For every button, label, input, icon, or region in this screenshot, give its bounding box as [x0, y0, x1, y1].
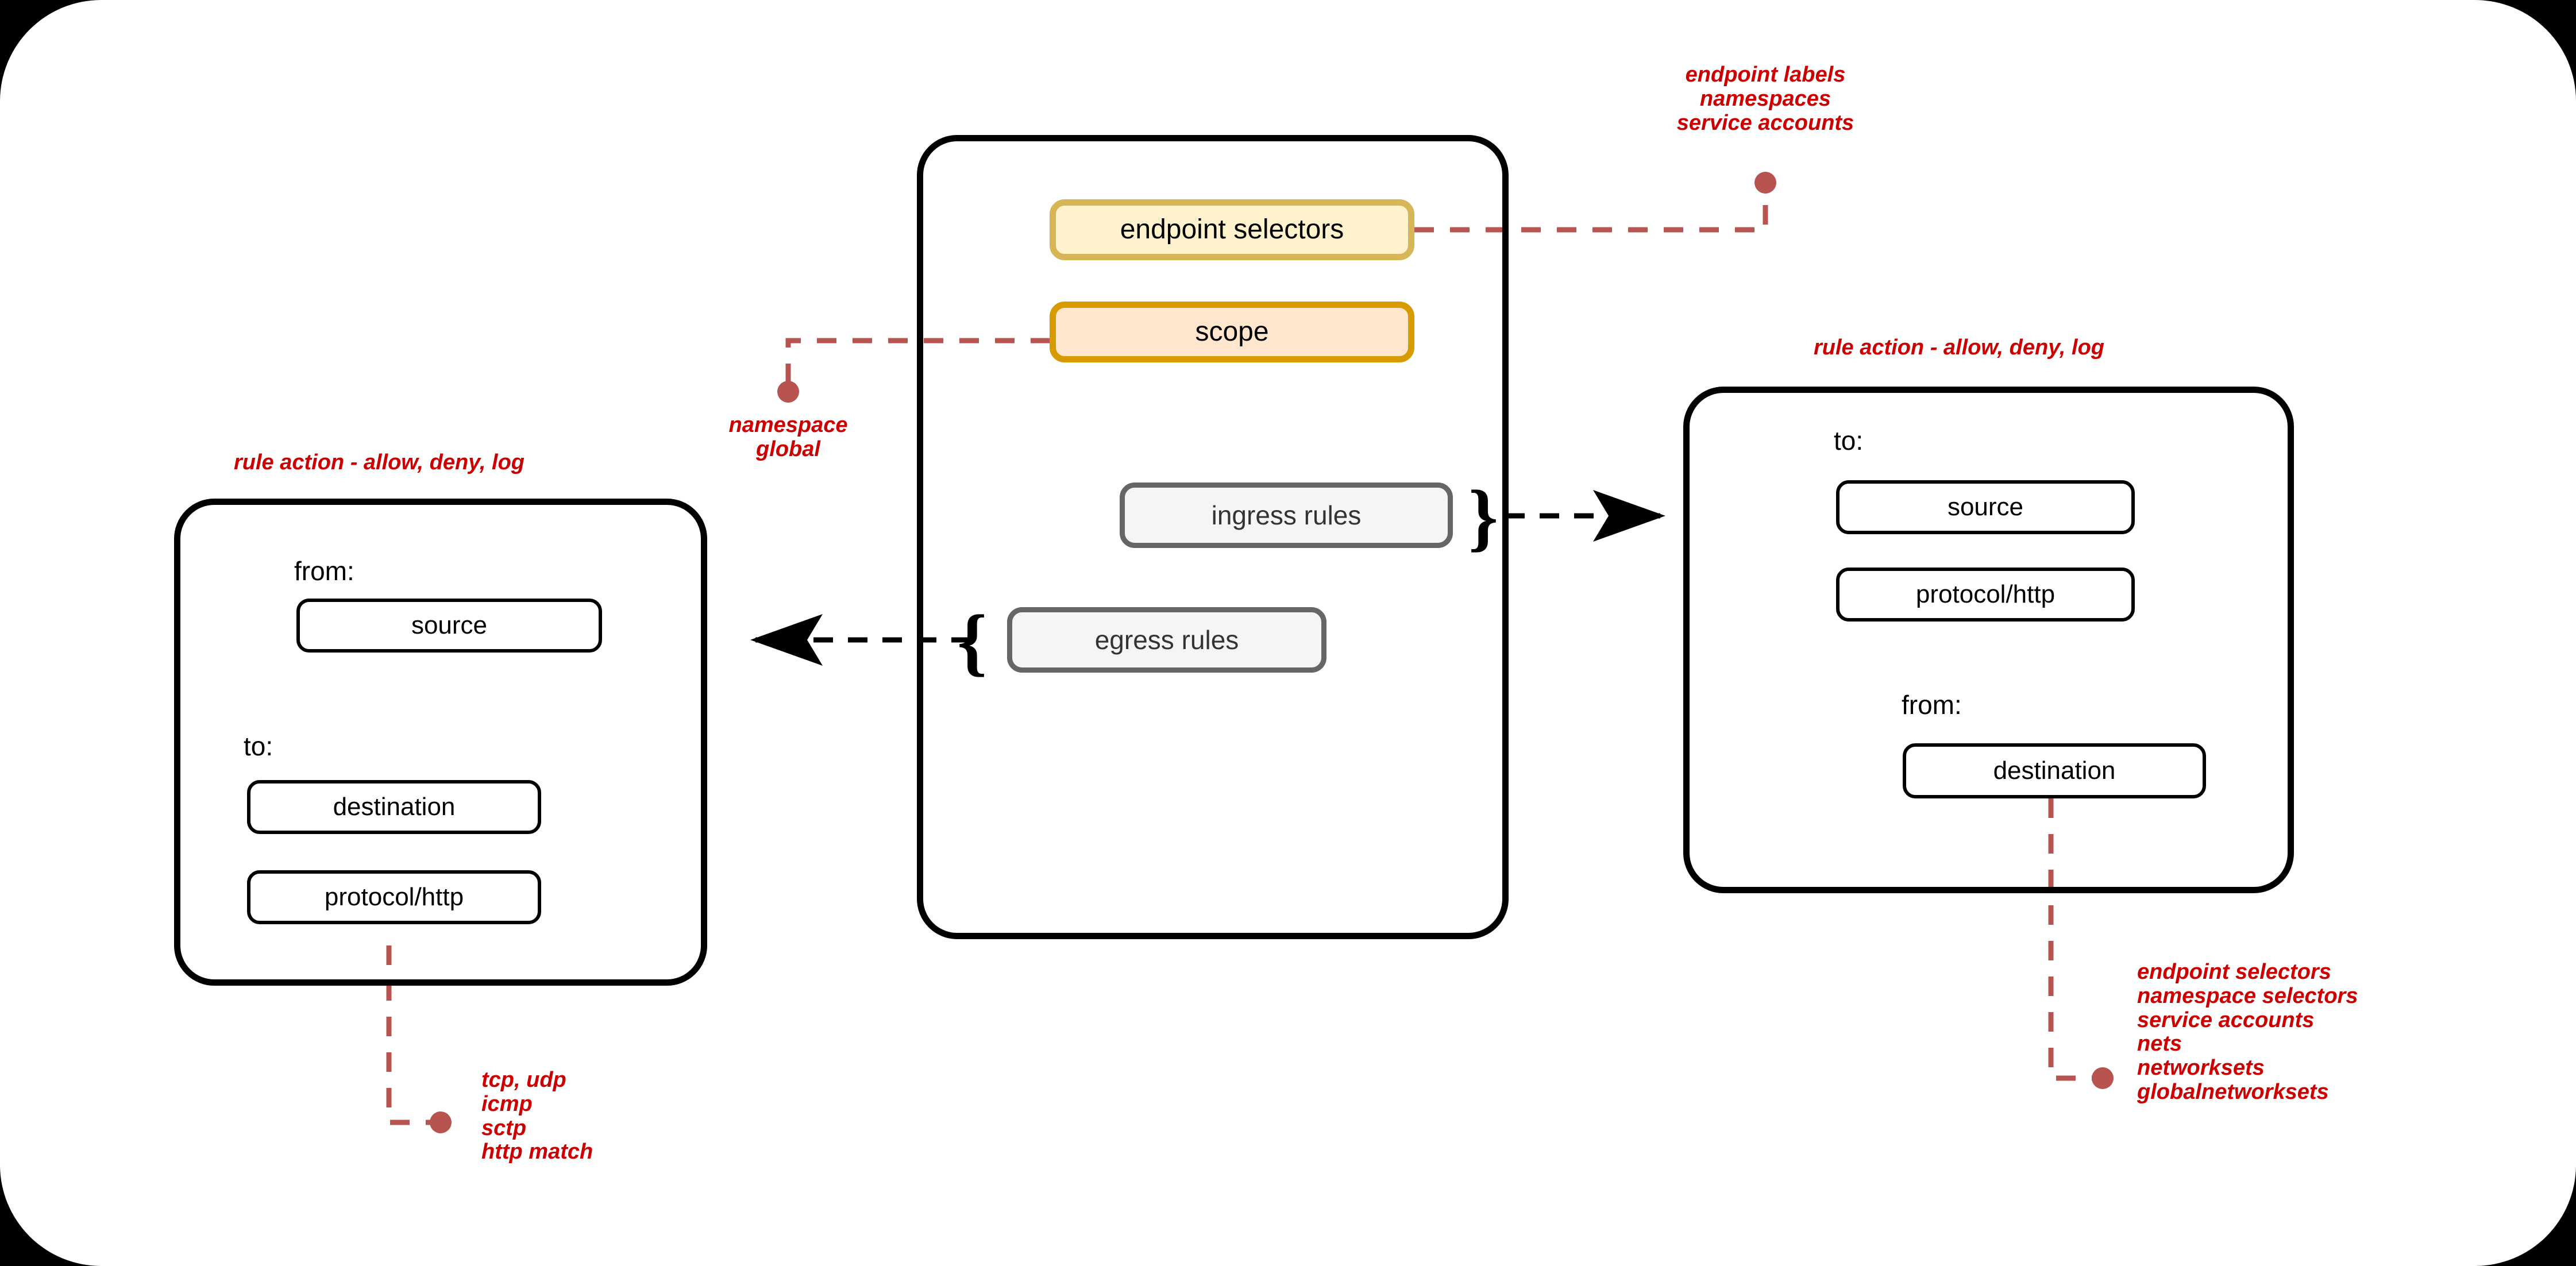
annotation-scope: namespace global — [645, 413, 932, 462]
annotation-right-destination-line-6: globalnetworksets — [2137, 1079, 2329, 1104]
node-ingress-rules-label: ingress rules — [1211, 500, 1362, 530]
annotation-scope-line-1: namespace — [728, 413, 848, 437]
node-scope[interactable]: scope — [1050, 302, 1414, 362]
right-protocol-box[interactable]: protocol/http — [1836, 568, 2135, 622]
right-protocol-label: protocol/http — [1915, 580, 2056, 608]
right-source-box[interactable]: source — [1836, 480, 2135, 534]
annotation-left-protocol-line-1: tcp, udp — [481, 1068, 566, 1092]
annotation-right-destination-line-3: service accounts — [2137, 1008, 2315, 1032]
node-egress-rules[interactable]: egress rules — [1007, 607, 1326, 673]
node-endpoint-selectors[interactable]: endpoint selectors — [1050, 199, 1414, 260]
left-destination-box[interactable]: destination — [247, 780, 541, 834]
annotation-endpoint-selectors-line-2: namespaces — [1699, 86, 1831, 111]
annotation-endpoint-selectors-line-1: endpoint labels — [1685, 63, 1846, 87]
annotation-left-protocol-line-3: sctp — [481, 1116, 527, 1140]
annotation-right-destination-line-4: nets — [2137, 1032, 2182, 1056]
annotation-left-protocol-line-4: http match — [481, 1140, 593, 1164]
center-policy-panel — [917, 135, 1509, 939]
left-rule-action-note-line: rule action - allow, deny, log — [233, 450, 525, 474]
annotation-left-protocol: tcp, udp icmp sctp http match — [481, 1068, 803, 1164]
annotation-endpoint-selectors: endpoint labels namespaces service accou… — [1593, 63, 1938, 135]
right-ingress-rule-panel — [1683, 387, 2294, 893]
connector-endpoint-selectors — [1414, 191, 1768, 233]
node-ingress-rules[interactable]: ingress rules — [1120, 483, 1453, 548]
left-egress-rule-panel — [174, 499, 707, 986]
left-rule-action-note: rule action - allow, deny, log — [192, 450, 566, 475]
right-source-label: source — [1947, 492, 2024, 521]
left-source-label: source — [411, 611, 488, 639]
annotation-right-destination-line-1: endpoint selectors — [2137, 960, 2331, 984]
right-to-label: to: — [1834, 426, 1864, 456]
right-destination-box[interactable]: destination — [1903, 743, 2206, 798]
annotation-scope-line-2: global — [756, 437, 820, 461]
left-source-box[interactable]: source — [296, 599, 602, 653]
node-egress-rules-label: egress rules — [1094, 624, 1239, 655]
left-destination-label: destination — [333, 792, 456, 821]
connector-dot-right-destination — [2092, 1067, 2114, 1089]
left-protocol-label: protocol/http — [324, 882, 464, 911]
connector-scope — [785, 338, 1050, 383]
right-destination-label: destination — [1993, 756, 2116, 785]
connector-dot-endpoint-selectors — [1754, 172, 1776, 194]
annotation-endpoint-selectors-line-3: service accounts — [1676, 110, 1854, 135]
right-from-label: from: — [1902, 690, 1962, 720]
annotation-right-destination: endpoint selectors namespace selectors s… — [2137, 960, 2551, 1105]
annotation-right-destination-line-2: namespace selectors — [2137, 983, 2358, 1008]
egress-brace: { — [957, 599, 988, 684]
left-protocol-box[interactable]: protocol/http — [247, 870, 541, 924]
annotation-right-destination-line-5: networksets — [2137, 1056, 2265, 1080]
left-to-label: to: — [244, 731, 273, 761]
connector-dot-scope — [777, 381, 799, 403]
connector-dot-left-protocol — [430, 1111, 452, 1133]
node-endpoint-selectors-label: endpoint selectors — [1120, 214, 1344, 245]
ingress-brace: } — [1468, 474, 1499, 559]
node-scope-label: scope — [1195, 316, 1269, 347]
left-from-label: from: — [294, 556, 354, 586]
annotation-left-protocol-line-2: icmp — [481, 1091, 533, 1116]
right-rule-action-note: rule action - allow, deny, log — [1655, 335, 2263, 360]
right-rule-action-note-line: rule action - allow, deny, log — [1813, 335, 2105, 360]
